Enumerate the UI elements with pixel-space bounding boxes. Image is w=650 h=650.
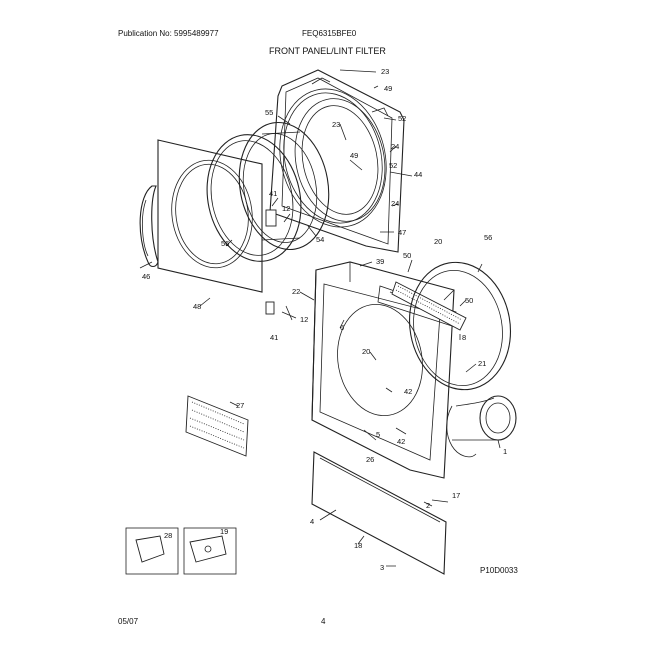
footer-date: 05/07 <box>118 617 139 626</box>
callout-46: 46 <box>142 272 150 281</box>
callout-41: 41 <box>270 333 278 342</box>
callout-28: 28 <box>164 531 172 540</box>
callout-44: 44 <box>414 170 422 179</box>
callout-24: 24 <box>391 142 399 151</box>
callout-5: 5 <box>376 430 380 439</box>
lint-filter <box>391 281 467 331</box>
exhaust-duct <box>446 395 517 458</box>
callout-23: 23 <box>332 120 340 129</box>
callout-8: 8 <box>462 333 466 342</box>
callout-48: 48 <box>193 302 201 311</box>
callout-49: 49 <box>350 151 358 160</box>
callout-47: 47 <box>398 228 406 237</box>
callout-56: 56 <box>221 239 229 248</box>
door <box>139 185 159 268</box>
page-number: 4 <box>321 617 326 626</box>
callouts: 23 49 52 55 23 24 49 52 44 24 47 41 12 5… <box>142 67 507 572</box>
drum-seal-ring <box>408 261 512 391</box>
callout-1: 1 <box>503 447 507 456</box>
callout-49: 49 <box>384 84 392 93</box>
callout-21: 21 <box>478 359 486 368</box>
callout-6: 6 <box>340 323 344 332</box>
callout-42: 42 <box>397 437 405 446</box>
callout-18: 18 <box>354 541 362 550</box>
publication-number: Publication No: 5995489977 <box>118 29 219 38</box>
callout-23: 23 <box>381 67 389 76</box>
callout-39: 39 <box>376 257 384 266</box>
model-number: FEQ6315BFE0 <box>302 29 357 38</box>
callout-12: 12 <box>282 204 290 213</box>
callout-50: 50 <box>403 251 411 260</box>
callout-52: 52 <box>389 161 397 170</box>
leader-lines <box>139 69 501 567</box>
drum-seal <box>206 134 302 262</box>
callout-27: 27 <box>236 401 244 410</box>
callout-50: 50 <box>465 296 473 305</box>
rear-bulkhead-frame <box>269 69 405 253</box>
callout-4: 4 <box>310 517 314 526</box>
callout-19: 19 <box>220 527 228 536</box>
kick-panel <box>311 451 447 575</box>
callout-41: 41 <box>269 189 277 198</box>
callout-22: 22 <box>292 287 300 296</box>
callout-42: 42 <box>404 387 412 396</box>
callout-26: 26 <box>366 455 374 464</box>
callout-24: 24 <box>391 199 399 208</box>
callout-56: 56 <box>484 233 492 242</box>
callout-20: 20 <box>434 237 442 246</box>
diagram-code: P10D0033 <box>480 566 518 575</box>
callout-3: 3 <box>380 563 384 572</box>
callout-55: 55 <box>265 108 273 117</box>
callout-54: 54 <box>316 235 324 244</box>
inset-part-28 <box>125 527 179 575</box>
callout-12: 12 <box>300 315 308 324</box>
front-cabinet-panel <box>311 261 455 479</box>
callout-17: 17 <box>452 491 460 500</box>
callout-20: 20 <box>362 347 370 356</box>
callout-2: 2 <box>426 501 430 510</box>
front-panel <box>157 139 263 293</box>
callout-52: 52 <box>398 114 406 123</box>
felt-seal-ring <box>279 88 387 228</box>
lint-screen <box>185 395 249 457</box>
front-brackets <box>265 301 297 321</box>
section-title: FRONT PANEL/LINT FILTER <box>269 46 386 56</box>
inset-part-19 <box>183 527 237 575</box>
